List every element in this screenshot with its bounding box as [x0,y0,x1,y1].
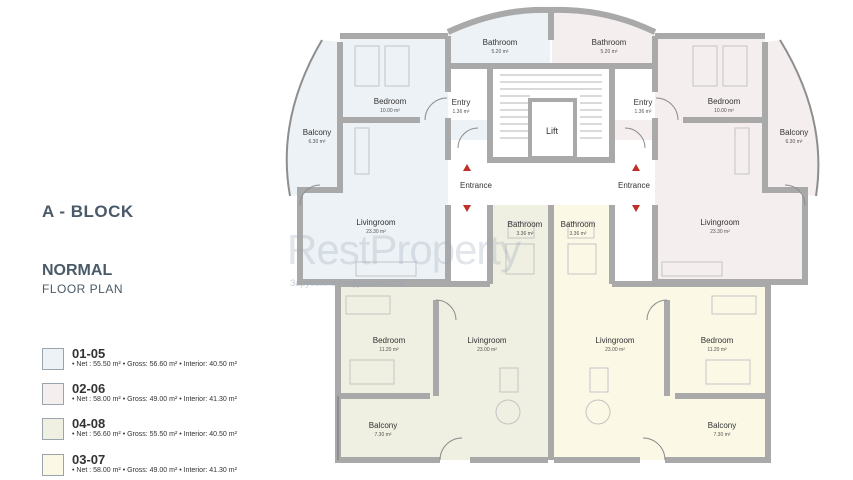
corridor-area [448,160,655,205]
legend-detail: • Net : 58.00 m² • Gross: 49.00 m² • Int… [72,467,237,474]
legend-item-02-06: 02-06 • Net : 58.00 m² • Gross: 49.00 m²… [42,381,292,407]
legend-detail: • Net : 58.00 m² • Gross: 49.00 m² • Int… [72,396,237,403]
legend-code: 02-06 [72,381,106,396]
watermark: RestProperty [287,226,521,273]
room-balcony-tl: Balcony [303,128,331,137]
room-livingroom-tl: Livingroom [356,218,395,227]
arrow-up-icon [632,164,640,171]
room-balcony-tr: Balcony [780,128,808,137]
balcony-tr-arc [779,39,820,197]
room-balcony-bl: Balcony [369,421,397,430]
doors [299,97,806,461]
room-bedroom-bl-area: 11.20 m² [379,347,399,353]
room-bedroom-tr-area: 10.00 m² [714,108,734,114]
arrow-up-icon [463,164,471,171]
stairs [500,74,602,139]
room-livingroom-br: Livingroom [595,336,634,345]
room-bedroom-tl: Bedroom [374,97,407,106]
arrow-down-icon [632,205,640,212]
room-livingroom-bl-area: 23.00 m² [477,347,497,353]
room-livingroom-tl-area: 23.30 m² [366,229,386,235]
room-livingroom-bl: Livingroom [467,336,506,345]
room-bathroom-tl-area: 5.20 m² [492,49,509,55]
entrance-arrows [463,164,640,212]
wall-core [487,63,615,163]
balcony-tr-area [765,40,818,196]
room-balcony-br: Balcony [708,421,736,430]
room-bedroom-tr: Bedroom [708,97,741,106]
room-bathroom-tr-area: 5.20 m² [601,49,618,55]
legend-swatch [42,383,64,405]
balcony-tl-arc [285,39,323,197]
legend-detail: • Net : 55.50 m² • Gross: 56.60 m² • Int… [72,361,237,368]
room-entrance-l: Entrance [460,181,493,190]
room-bedroom-br-area: 11.20 m² [707,347,727,353]
room-bathroom-br: Bathroom [561,220,596,229]
room-entry-tl-area: 1.36 m² [453,109,470,115]
room-balcony-br-area: 7.30 m² [714,432,731,438]
legend-code: 01-05 [72,346,106,361]
room-entry-tl: Entry [452,98,471,107]
room-bedroom-bl: Bedroom [373,336,406,345]
watermark-subtext: Зарубежная недвижимость [290,278,404,288]
legend-swatch [42,348,64,370]
wall-br-outer [665,284,771,463]
room-bedroom-br: Bedroom [701,336,734,345]
arrow-down-icon [463,205,471,212]
room-bathroom-tl: Bathroom [483,38,518,47]
legend-item-01-05: 01-05 • Net : 55.50 m² • Gross: 56.60 m²… [42,346,292,372]
room-entry-tr: Entry [634,98,653,107]
room-balcony-bl-area: 7.30 m² [375,432,392,438]
room-lift: Lift [546,126,559,136]
room-entry-tr-area: 1.36 m² [635,109,652,115]
wall-top-arc [446,6,657,35]
plan-subtitle: FLOOR PLAN [42,282,124,296]
unit-02-06-area [612,38,805,282]
room-bathroom-bl-area: 3.36 m² [517,231,534,237]
plan-title: NORMAL [42,262,113,279]
room-bedroom-tl-area: 10.00 m² [380,108,400,114]
room-livingroom-tr: Livingroom [700,218,739,227]
legend-detail: • Net : 56.60 m² • Gross: 55.50 m² • Int… [72,431,237,438]
room-entrance-r: Entrance [618,181,651,190]
room-bathroom-br-area: 3.36 m² [570,231,587,237]
room-livingroom-tr-area: 23.30 m² [710,229,730,235]
legend-code: 04-08 [72,416,106,431]
room-balcony-tl-area: 6.30 m² [309,139,326,145]
room-balcony-tr-area: 6.30 m² [786,139,803,145]
lift-shaft [528,98,577,160]
room-bathroom-bl: Bathroom [508,220,543,229]
furniture [345,45,757,425]
legend-swatch [42,454,64,476]
legend-item-04-08: 04-08 • Net : 56.60 m² • Gross: 55.50 m²… [42,416,292,442]
unit-03-07-area [552,284,768,460]
unit-01-05-area [300,38,490,282]
legend-code: 03-07 [72,452,106,467]
block-title: A - BLOCK [42,202,134,221]
room-livingroom-br-area: 23.00 m² [605,347,625,353]
balcony-tl-area [287,40,340,196]
room-bathroom-tr: Bathroom [592,38,627,47]
legend-swatch [42,418,64,440]
legend-item-03-07: 03-07 • Net : 58.00 m² • Gross: 49.00 m²… [42,452,292,478]
